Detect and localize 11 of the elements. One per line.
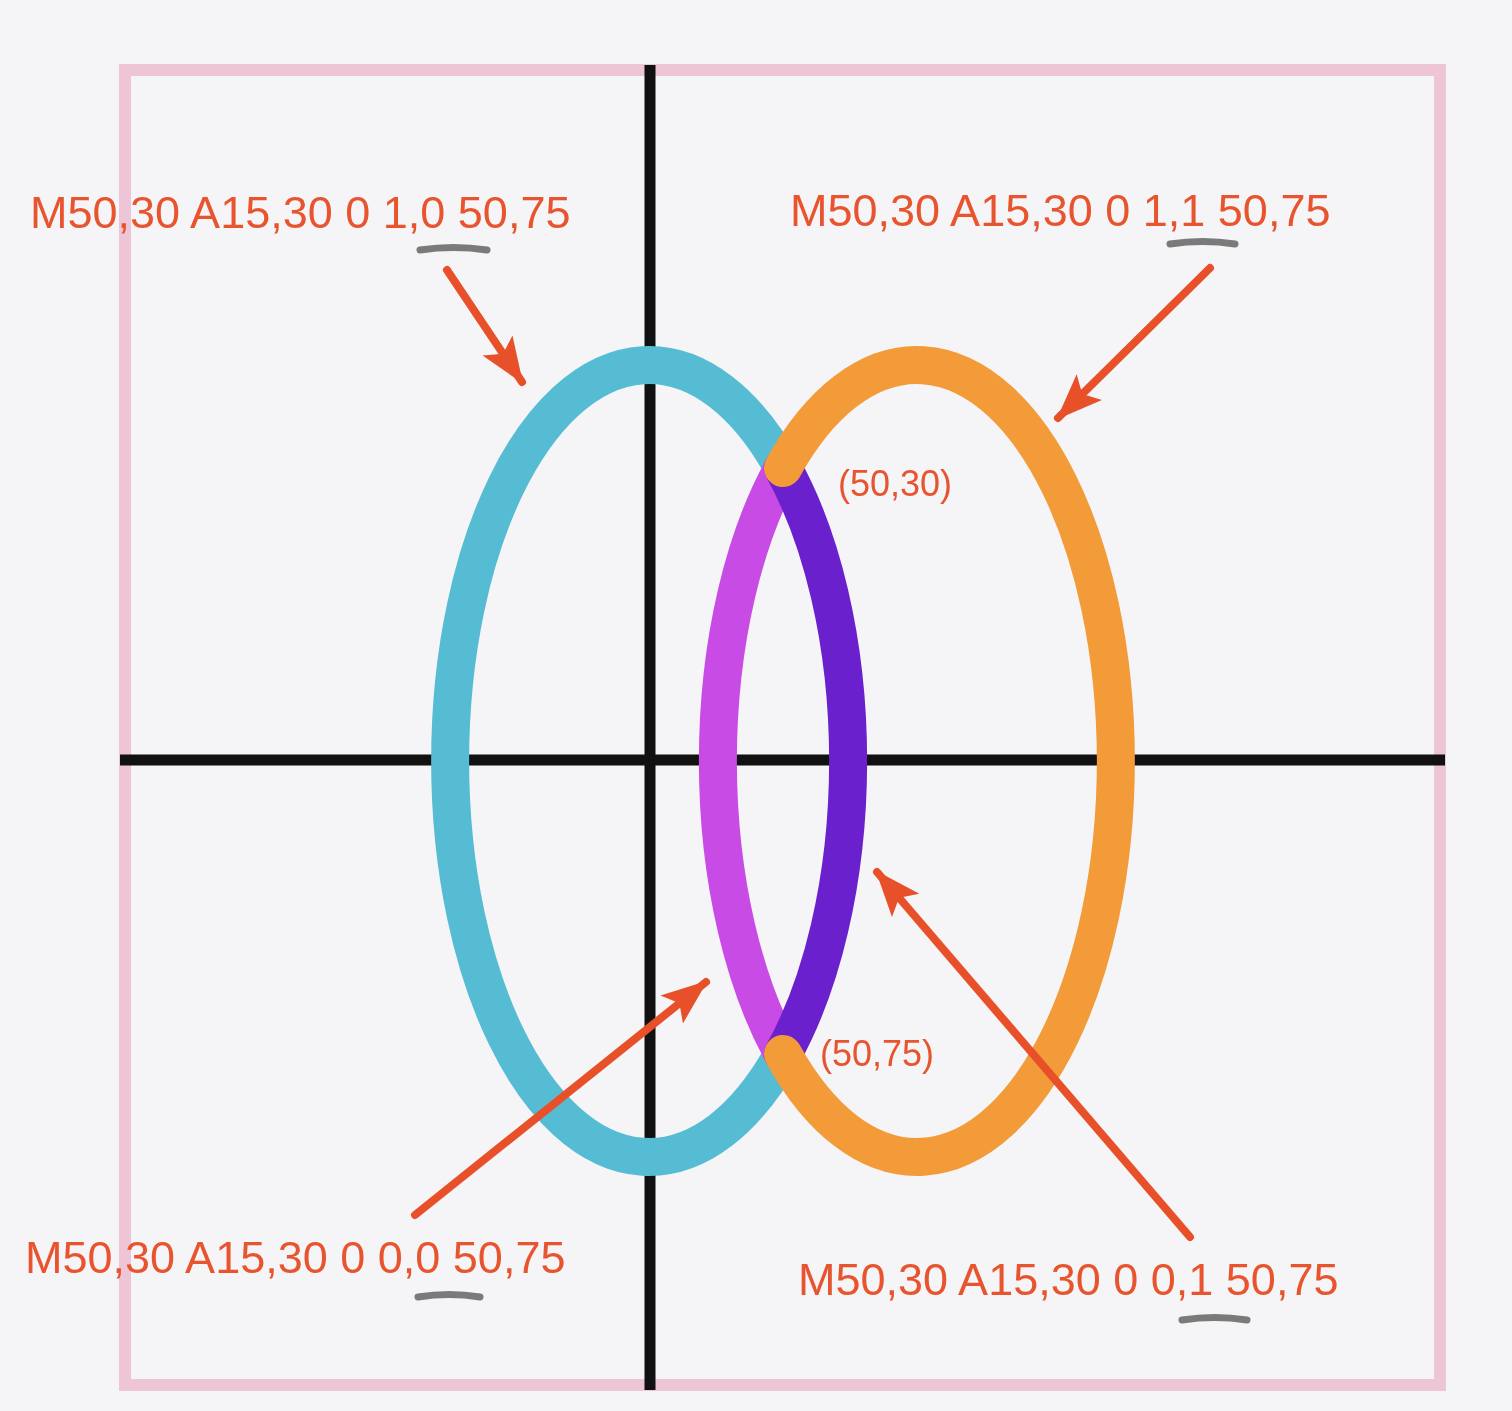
leader-arrow: [443, 266, 526, 386]
arc-command-label: M50,30 A15,30 0 0,0 50,75: [25, 1232, 566, 1283]
leader-arrow: [411, 978, 710, 1219]
large-clockwise-arc: [764, 346, 1135, 1176]
arc-command-label: M50,30 A15,30 0 1,1 50,75: [790, 185, 1331, 236]
leader-arrow: [1054, 264, 1214, 422]
arc-command-label: M50,30 A15,30 0 1,0 50,75: [30, 187, 571, 238]
point-label: (50,30): [838, 466, 953, 502]
arc-command-label: M50,30 A15,30 0 0,1 50,75: [798, 1254, 1339, 1305]
leader-arrow: [873, 868, 1194, 1241]
point-label: (50,75): [820, 1036, 935, 1072]
